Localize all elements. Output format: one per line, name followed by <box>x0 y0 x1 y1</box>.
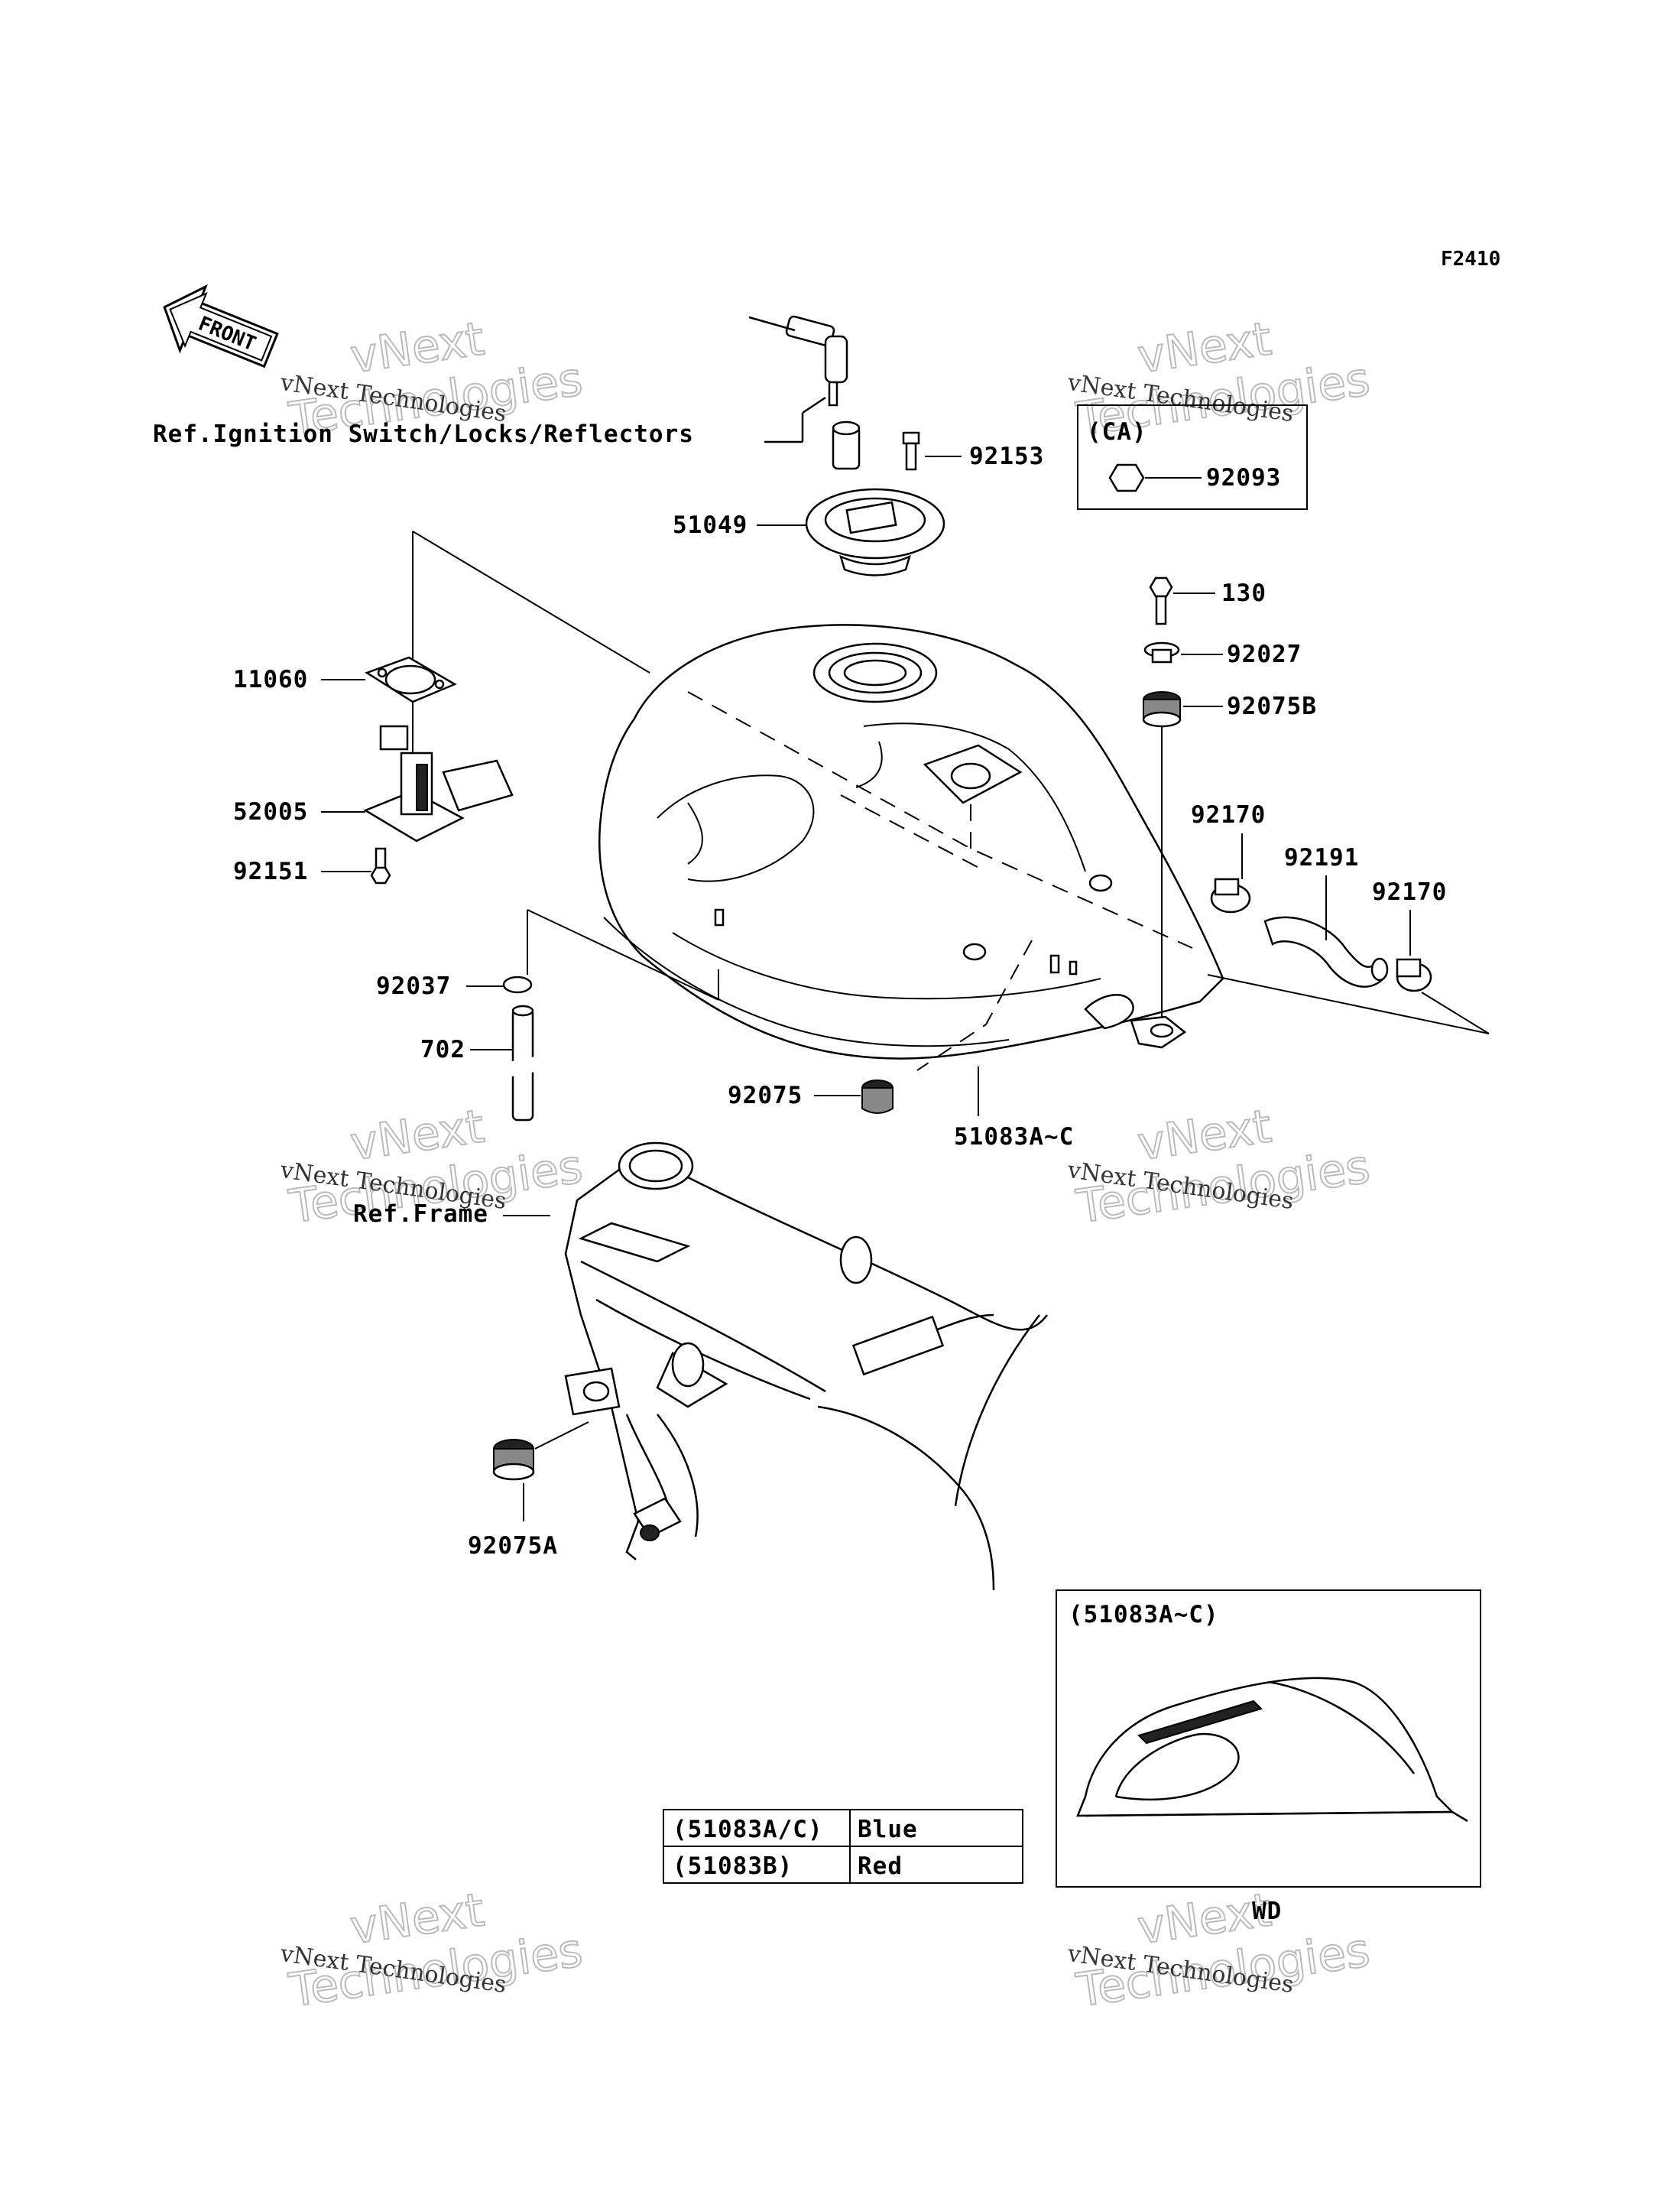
figure-code: F2410 <box>1441 248 1500 271</box>
watermark-bottom-left: Technologies vNext vNext Technologies <box>278 1882 587 2018</box>
part-92151-label: 92151 <box>233 858 308 885</box>
table-row-1-code: (51083B) <box>673 1852 793 1880</box>
damper-92075A <box>492 1421 589 1521</box>
clamp-92170-right <box>1396 910 1432 992</box>
bolt-92151 <box>321 847 391 885</box>
lock-cylinder <box>832 420 861 470</box>
ca-box-part-label: 92093 <box>1206 464 1281 492</box>
screw-92153 <box>902 431 962 471</box>
ca-box <box>1077 404 1308 510</box>
key-icon <box>748 315 848 443</box>
part-92075B-label: 92075B <box>1227 693 1317 720</box>
part-92153-label: 92153 <box>969 443 1044 470</box>
damper-92075 <box>814 1080 894 1114</box>
part-92075-label: 92075 <box>728 1082 803 1109</box>
ref-ignition-label: Ref.Ignition Switch/Locks/Reflectors <box>153 420 694 448</box>
table-row-1-color: Red <box>858 1852 903 1880</box>
inset-title: (51083A~C) <box>1069 1601 1219 1628</box>
watermark-bottom-right: Technologies vNext vNext Technologies <box>1065 1882 1374 2018</box>
bolt-130 <box>1149 576 1215 625</box>
ca-box-title: (CA) <box>1087 418 1147 446</box>
part-92170-right-label: 92170 <box>1372 878 1447 906</box>
inset-box <box>1056 1589 1481 1888</box>
leader-hose-right2 <box>1421 992 1490 1034</box>
part-51083-label: 51083A~C <box>954 1123 1074 1151</box>
frame-illustration <box>564 1141 1048 1591</box>
part-92027-label: 92027 <box>1227 641 1302 668</box>
gasket-11060 <box>321 656 457 703</box>
inset-note: WD <box>1252 1898 1282 1925</box>
front-arrow-icon: FRONT <box>163 284 279 368</box>
table-row-0-code: (51083A/C) <box>673 1816 823 1843</box>
part-92075A-label: 92075A <box>468 1532 558 1560</box>
part-11060-label: 11060 <box>233 666 308 693</box>
part-92037-label: 92037 <box>376 972 451 1000</box>
part-51049-label: 51049 <box>673 511 748 539</box>
table-row-0-color: Blue <box>858 1816 918 1843</box>
part-702-label: 702 <box>420 1036 465 1063</box>
ref-frame-label: Ref.Frame <box>353 1200 488 1228</box>
color-table: (51083A/C) Blue (51083B) Red <box>663 1809 1023 1884</box>
part-92170-left-label: 92170 <box>1191 801 1266 829</box>
part-52005-label: 52005 <box>233 798 308 826</box>
fuel-pump-52005 <box>321 725 514 843</box>
clamp-92170-left <box>1210 833 1251 914</box>
watermark-mid-right: Technologies vNext vNext Technologies <box>1065 1099 1374 1235</box>
clip-92037 <box>466 909 719 1001</box>
part-130-label: 130 <box>1221 580 1266 607</box>
tube-702 <box>470 1005 543 1122</box>
part-92191-label: 92191 <box>1284 844 1359 872</box>
hose-92191 <box>1263 875 1389 988</box>
leader-pump-tank <box>412 531 650 674</box>
fuel-tank <box>598 624 1224 1116</box>
inset-tank-illustration <box>1076 1677 1468 1823</box>
leader-hose-right <box>1207 974 1490 1034</box>
collar-92027 <box>1143 641 1223 664</box>
fuel-cap-51049 <box>757 488 945 576</box>
nut-92093 <box>1108 463 1202 492</box>
damper-92075B <box>1142 691 1223 1024</box>
